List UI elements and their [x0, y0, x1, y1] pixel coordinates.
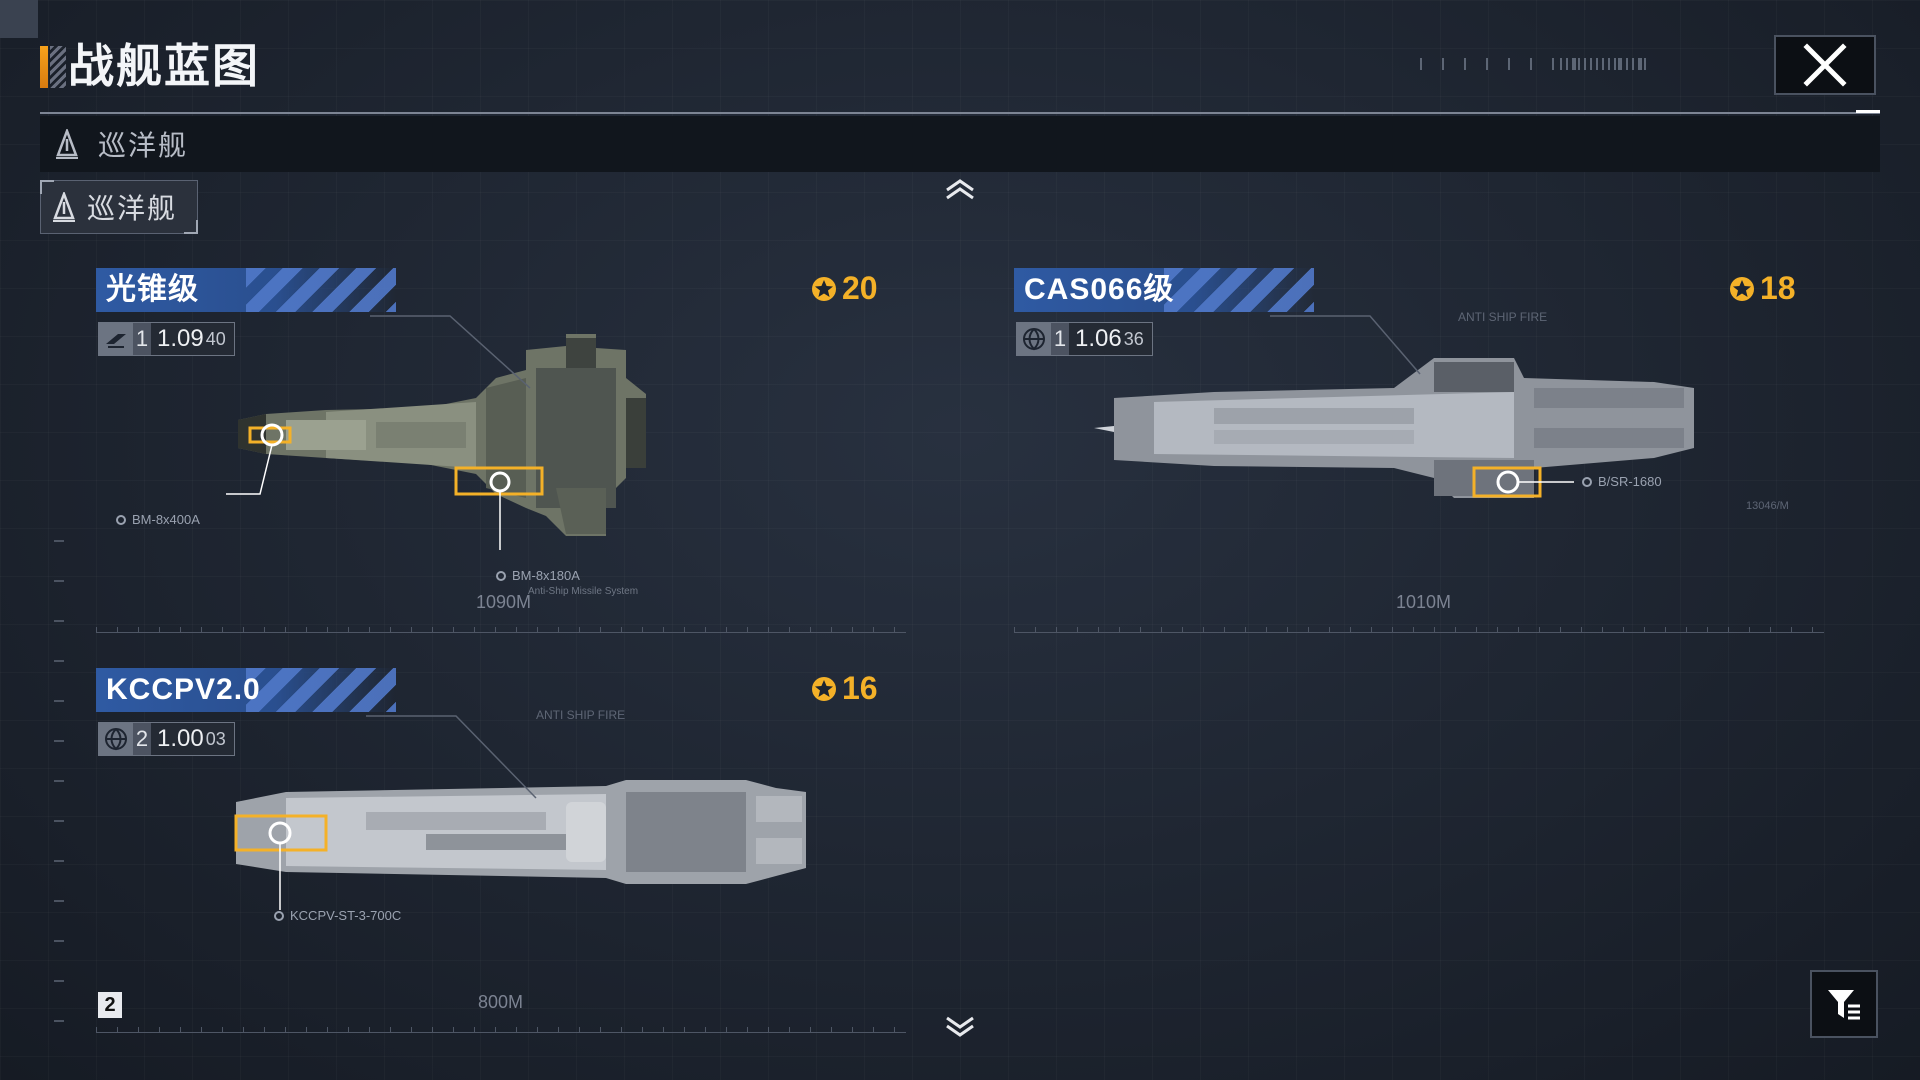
- annotation: ANTI SHIP FIRE: [536, 708, 626, 722]
- command-point-icon: [812, 276, 836, 301]
- ship-cost-value: 18: [1760, 270, 1796, 306]
- ship-length: 1010M: [1396, 592, 1452, 612]
- ship-cost-value: 16: [842, 670, 878, 706]
- guide-line: [1270, 315, 1421, 375]
- weapon-dot: [1582, 476, 1592, 487]
- ship-card-cas066[interactable]: CAS066级 18 1 1.06 36 B/: [1014, 268, 1844, 658]
- corner-tab: [0, 0, 38, 38]
- ship-version: 1.00 03: [151, 723, 234, 755]
- guide-line: [366, 715, 537, 799]
- ship-tier: 1: [133, 323, 151, 355]
- command-point-icon: [1730, 276, 1754, 301]
- ship-stats: 1 1.06 36: [1016, 322, 1153, 356]
- weapon-label: BM-8x180A: [496, 568, 580, 583]
- ship-length: 1090M: [476, 592, 532, 612]
- ship-cost: 16: [810, 670, 878, 707]
- ship-image-lightcone: [226, 334, 646, 550]
- ship-tier: 2: [133, 723, 151, 755]
- title-accent-stripes: [50, 46, 66, 88]
- ship-version-main: 1.00: [157, 725, 204, 752]
- ship-version: 1.06 36: [1069, 323, 1152, 355]
- ship-stats: 2 1.00 03: [98, 722, 235, 756]
- command-point-icon: [812, 676, 836, 701]
- ship-cost: 18: [1728, 270, 1796, 307]
- weapon-label: BM-8x400A: [116, 512, 200, 527]
- ship-card-kccpv[interactable]: KCCPV2.0 16 2 1.00 03 KCCPV-: [96, 668, 926, 1058]
- page-title: 战舰蓝图: [68, 40, 260, 92]
- weapon-label: KCCPV-ST-3-700C: [274, 908, 401, 923]
- weapon-dot: [274, 910, 284, 921]
- ship-version-main: 1.09: [157, 325, 204, 352]
- filter-icon: [1828, 990, 1860, 1020]
- sub-tab-label: 巡洋舰: [87, 193, 178, 224]
- globe-icon: [99, 723, 133, 755]
- weapon-name: BM-8x180A: [512, 568, 580, 583]
- sub-tab-cruiser[interactable]: 巡洋舰: [40, 180, 198, 234]
- guide-line: [370, 315, 531, 389]
- annotation: ANTI SHIP FIRE: [1458, 310, 1548, 324]
- ship-name-stripes: [246, 268, 396, 312]
- ship-ruler: [96, 620, 906, 633]
- ship-ruler: [1014, 620, 1824, 633]
- filter-button[interactable]: [1810, 970, 1878, 1038]
- header-divider-end: [1856, 110, 1880, 113]
- ship-name: KCCPV2.0: [106, 673, 261, 706]
- weapon-label: B/SR-1680: [1582, 474, 1662, 489]
- close-button[interactable]: [1774, 35, 1876, 95]
- scroll-up-icon[interactable]: [944, 178, 976, 200]
- ship-name-stripes: [1164, 268, 1314, 312]
- corner-mark: [40, 180, 54, 194]
- weapon-dot: [496, 570, 506, 581]
- ship-name: 光锥级: [106, 273, 199, 306]
- ship-name-bar: CAS066级: [1014, 268, 1314, 312]
- ship-name-bar: KCCPV2.0: [96, 668, 396, 712]
- ship-version-main: 1.06: [1075, 325, 1122, 352]
- cruiser-icon: [56, 129, 78, 159]
- weapon-name: B/SR-1680: [1598, 474, 1662, 489]
- corner-mark: [184, 220, 198, 234]
- ship-image-kccpv: [234, 780, 806, 910]
- category-label: 巡洋舰: [98, 130, 189, 161]
- ship-version-sub: 03: [205, 728, 226, 749]
- ship-ruler: [96, 1020, 906, 1033]
- ship-length: 800M: [478, 992, 524, 1012]
- title-accent: [40, 46, 48, 88]
- ship-stats: 1 1.09 40: [98, 322, 235, 356]
- ship-cost-value: 20: [842, 270, 878, 306]
- header-divider: [40, 112, 1880, 114]
- cruiser-icon: [53, 192, 75, 222]
- weapon-note: Anti-Ship Missile System: [528, 586, 639, 597]
- ship-tier: 1: [1051, 323, 1069, 355]
- ship-version-sub: 40: [205, 328, 226, 349]
- ship-cost: 20: [810, 270, 878, 307]
- scroll-down-icon[interactable]: [944, 1016, 976, 1038]
- ship-image-cas066: [1094, 358, 1694, 498]
- close-icon: [1803, 43, 1847, 87]
- weapon-dot: [116, 514, 126, 525]
- side-ticks: [54, 540, 64, 1060]
- ship-version-sub: 36: [1123, 328, 1144, 349]
- ship-version: 1.09 40: [151, 323, 234, 355]
- weapon-name: BM-8x400A: [132, 512, 200, 527]
- ship-name-bar: 光锥级: [96, 268, 396, 312]
- antiship-icon: [99, 323, 133, 355]
- annotation: 13046/M: [1746, 500, 1789, 512]
- owned-count-badge: 2: [98, 992, 122, 1018]
- weapon-name: KCCPV-ST-3-700C: [290, 908, 402, 923]
- header-ticks-dense: [1560, 58, 1650, 70]
- ship-card-lightcone[interactable]: 光锥级 20 1 1.09 40: [96, 268, 926, 658]
- category-bar[interactable]: 巡洋舰: [40, 116, 1880, 172]
- globe-icon: [1017, 323, 1051, 355]
- ship-name: CAS066级: [1024, 273, 1175, 306]
- ship-name-stripes: [246, 668, 396, 712]
